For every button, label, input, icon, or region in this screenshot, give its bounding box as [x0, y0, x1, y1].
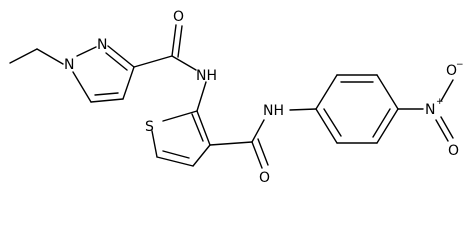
- atom-nh-amide-2: NH: [263, 103, 284, 119]
- bond-pyrazole-n1-n2: [76, 46, 97, 57]
- bond-amide1-c3-c: [133, 55, 173, 68]
- atom-o-nitro-double: O: [448, 143, 459, 159]
- bond-thiophene-c3-c2: [196, 110, 211, 146]
- atom-n-pyrazole-2: N: [97, 37, 107, 53]
- bond-thiophene-c5-c4-inner: [162, 150, 190, 159]
- bond-amide1-c-n: [171, 55, 197, 71]
- atom-n-pyrazole-1: N: [64, 57, 74, 73]
- bond-nitro-o-single: [440, 79, 454, 102]
- molecule-structure: N N O NH S NH O N + O − O: [9, 9, 464, 186]
- bond-amide2-c3-c: [209, 141, 253, 146]
- atom-o-amide-2: O: [259, 170, 270, 186]
- bond-amide2-c-o-b: [257, 138, 269, 166]
- bond-thiophene-c5-c4: [156, 156, 194, 167]
- bond-benzene-c3-c4: [376, 74, 399, 110]
- charge-minus-nitro-o: −: [456, 60, 464, 70]
- bond-thiophene-c4-c3: [192, 144, 211, 167]
- bond-amide2-c-n: [251, 119, 265, 143]
- bond-nitro-o-double-b: [435, 119, 449, 142]
- bond-benzene-c1-c2: [315, 74, 338, 110]
- bond-thiophene-s-c5: [151, 130, 158, 158]
- bond-benzene-c4-c5-inner: [372, 108, 391, 138]
- bond-benzene-c6-c1-inner: [323, 108, 342, 137]
- bonds: [9, 24, 454, 169]
- bond-nh2-benzene: [289, 108, 317, 111]
- bond-nh1-thiophene-c2: [196, 81, 207, 112]
- bond-amide2-c-o-a: [251, 141, 263, 169]
- bond-benzene-c4-c5: [376, 108, 399, 144]
- bond-nitro-o-double-a: [440, 116, 454, 139]
- atom-n-nitro: N: [425, 102, 435, 118]
- atom-nh-amide-1: NH: [196, 68, 217, 84]
- bond-amide1-c-o-a: [171, 24, 177, 57]
- bond-pyrazole-c4-c5-inner: [94, 92, 119, 96]
- atom-o-nitro-single: O: [446, 63, 457, 79]
- bond-benzene-c6-c1: [315, 108, 338, 144]
- bond-thiophene-c3-c2-inner: [191, 113, 204, 142]
- bond-pyrazole-c5-n1: [72, 71, 92, 103]
- bond-ethyl-ch2: [36, 48, 64, 65]
- atom-o-amide-1: O: [173, 9, 184, 25]
- bond-pyrazole-n2-c3-inner: [105, 52, 128, 71]
- bond-pyrazole-c4-c5: [90, 98, 124, 103]
- atom-labels: N N O NH S NH O N + O − O: [64, 9, 464, 186]
- bond-ethyl-ch3: [9, 48, 38, 64]
- structure-canvas: N N O NH S NH O N + O − O: [9, 9, 464, 186]
- bond-pyrazole-c3-c4: [122, 66, 135, 100]
- bond-thiophene-c2-s: [162, 110, 198, 122]
- bond-amide1-c-o-b: [177, 25, 183, 58]
- bond-pyrazole-n2-c3: [107, 45, 135, 68]
- atom-s-thiophene: S: [145, 119, 154, 135]
- charge-plus-nitro-n: +: [436, 97, 444, 107]
